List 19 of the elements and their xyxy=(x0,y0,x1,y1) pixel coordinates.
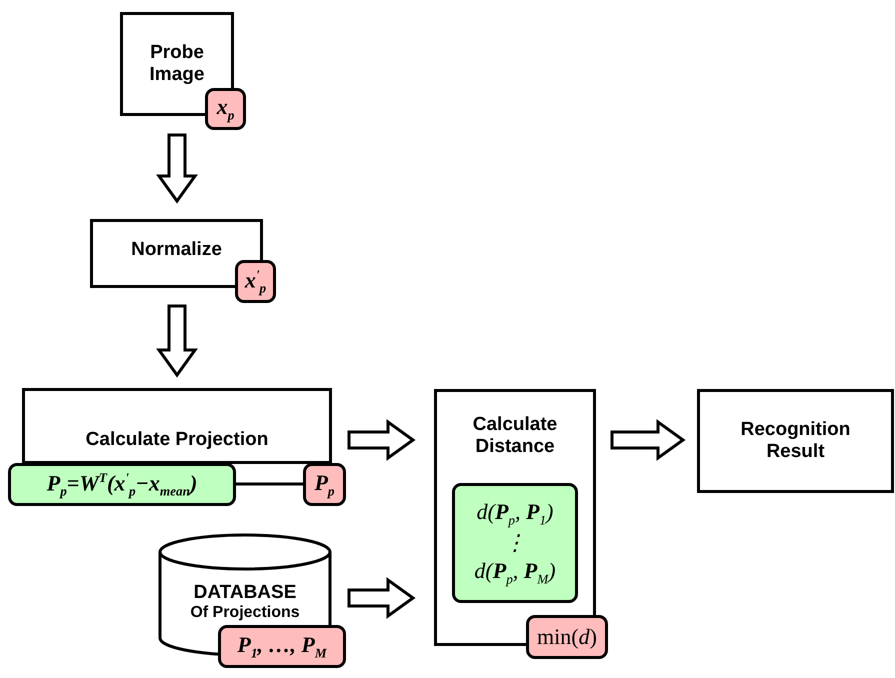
formula-text: ⋮ xyxy=(504,530,526,556)
formula-box: P$_{p}$=W$^{T}$(x$^{'}$$_{p}$−x$_{mean}$) xyxy=(8,463,236,506)
variable-tag: P$_{1}$, …, P$_{M}$ xyxy=(218,625,346,668)
process-box: Recognition Result xyxy=(697,389,894,493)
block-arrow xyxy=(610,419,686,461)
distance-list-box xyxy=(452,483,578,603)
subheading: Of Projections xyxy=(190,604,300,622)
formula-text: d(P$_{p}$, P$_{M}$) xyxy=(474,558,556,588)
formula-text: d(P$_{p}$, P$_{1}$) xyxy=(476,498,554,528)
connector-line xyxy=(236,482,303,486)
block-arrow xyxy=(156,134,198,204)
variable-tag: P$_{p}$ xyxy=(303,463,346,506)
result-tag: min(d) xyxy=(526,615,608,659)
heading: DATABASE xyxy=(194,582,296,604)
variable-tag: x$_{p}$ xyxy=(205,88,246,130)
block-arrow xyxy=(348,577,416,619)
process-box: Calculate Projection xyxy=(22,388,332,464)
block-arrow xyxy=(348,419,416,461)
block-arrow xyxy=(156,304,198,378)
